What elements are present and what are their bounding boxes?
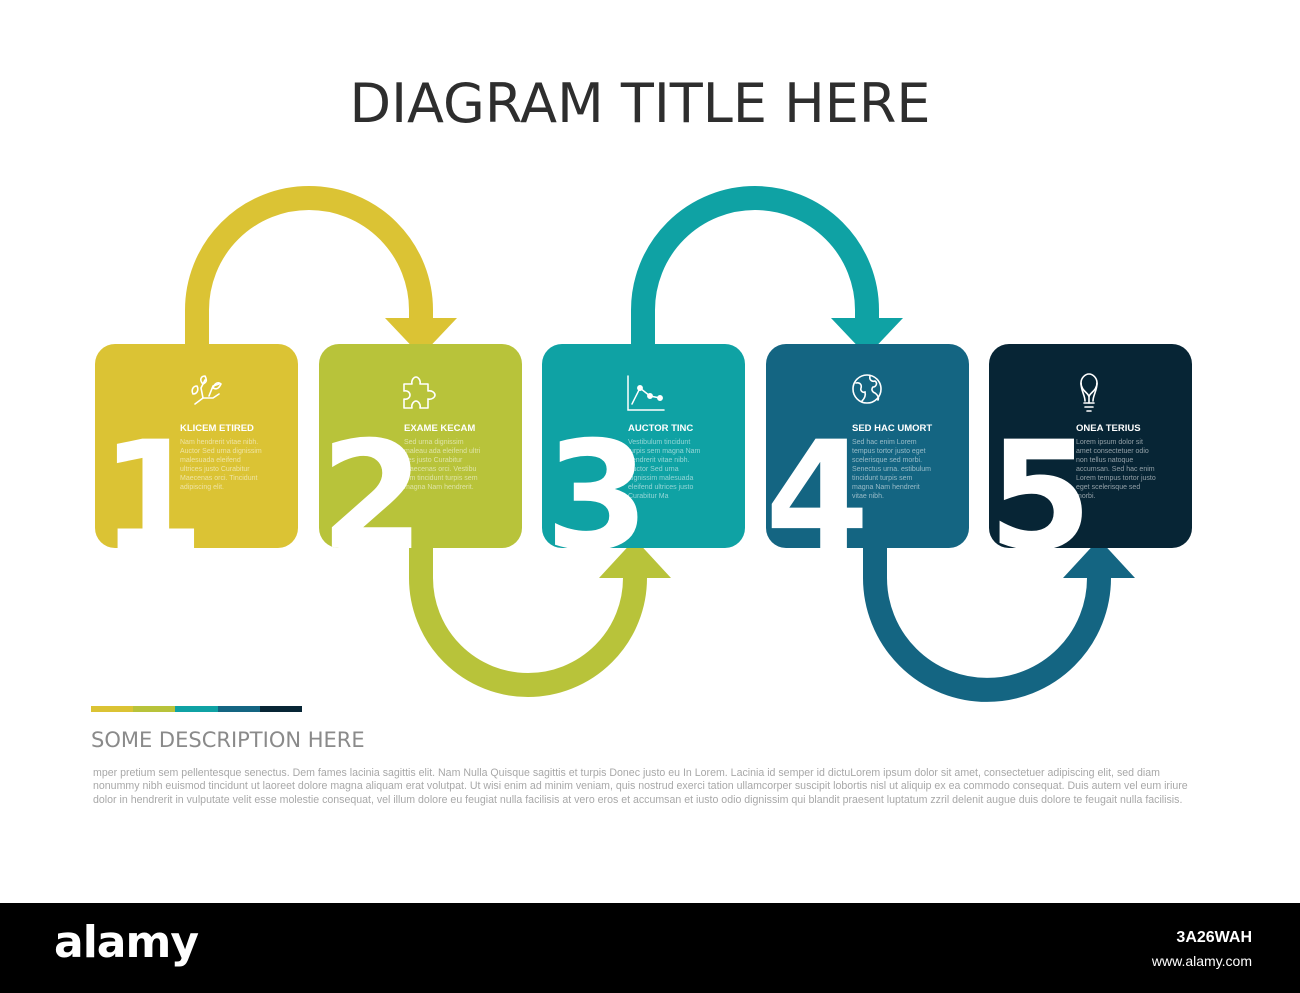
- step-text-line: ces justo Curabitur: [404, 457, 463, 464]
- step-1: 1 KLICEM ETIRED Nam hendrerit vitae nibh…: [95, 344, 298, 584]
- step-text-line: Sed urna dignissim: [404, 439, 464, 446]
- step-2: 2 EXAME KECAM Sed urna dignissim maleau …: [319, 344, 522, 584]
- color-swatch: [91, 706, 134, 712]
- step-text-line: tempus tortor justo eget: [852, 448, 926, 455]
- hand-with-leaves-icon: [191, 375, 222, 405]
- step-text-line: hendrerit vitae nibh.: [628, 457, 690, 464]
- step-number: 2: [320, 410, 424, 584]
- step-text-line: lum tincidunt turpis sem: [404, 475, 478, 482]
- step-text-line: Lorem tempus tortor justo: [1076, 475, 1156, 482]
- process-diagram: 1 KLICEM ETIRED Nam hendrerit vitae nibh…: [95, 186, 1192, 702]
- step-heading: AUCTOR TINC: [628, 423, 693, 434]
- watermark-footer: alamy 3A26WAH www.alamy.com: [0, 903, 1300, 993]
- step-text-line: eleifend ultrices justo: [628, 484, 693, 491]
- color-swatch: [259, 706, 303, 712]
- step-text-line: scelerisque sed morbi.: [852, 457, 922, 464]
- step-text-line: Auctor Sed urna: [628, 466, 679, 473]
- arrow-4-to-5: [863, 539, 1135, 702]
- arrow-2-to-3: [409, 539, 671, 697]
- step-heading: KLICEM ETIRED: [180, 423, 254, 434]
- step-text-line: amet consectetuer odio: [1076, 448, 1149, 455]
- step-text-line: morbi.: [1076, 493, 1096, 500]
- step-text-line: Vestibulum tincidunt: [628, 439, 690, 446]
- diagram-title: DIAGRAM TITLE HERE: [349, 72, 931, 135]
- step-text-line: adipiscing elit.: [180, 484, 224, 491]
- step-text-line: Nam hendrerit vitae nibh.: [180, 439, 258, 446]
- step-text-line: eget scelerisque sed: [1076, 484, 1140, 491]
- step-heading: SED HAC UMORT: [852, 423, 932, 434]
- globe-icon: [852, 374, 882, 404]
- site-url: www.alamy.com: [1151, 953, 1252, 969]
- description-text: mper pretium sem pellentesque senectus. …: [93, 767, 1188, 806]
- light-bulb-icon: [1080, 373, 1098, 412]
- step-text-line: dignissim malesuada: [628, 475, 693, 482]
- step-text-line: magna Nam hendrerit: [852, 484, 920, 491]
- step-heading: EXAME KECAM: [404, 423, 475, 434]
- step-5: 5 ONEA TERIUS Lorem ipsum dolor sit amet…: [988, 344, 1192, 584]
- step-text-line: non tellus natoque: [1076, 457, 1133, 464]
- step-text-line: Auctor Sed urna dignissim: [180, 448, 262, 455]
- step-text-line: malesuada eleifend: [180, 457, 241, 464]
- step-text-line: Curabitur Ma: [628, 493, 669, 500]
- arrow-1-to-2: [185, 186, 457, 356]
- step-text-line: ultrices justo Curabitur: [180, 466, 250, 473]
- description-title: SOME DESCRIPTION HERE: [91, 728, 365, 752]
- step-text-line: accumsan. Sed hac enim: [1076, 466, 1155, 473]
- step-text-line: Lorem ipsum dolor sit: [1076, 439, 1143, 446]
- step-number: 1: [100, 410, 204, 584]
- image-id: 3A26WAH: [1176, 929, 1252, 946]
- color-swatch: [175, 706, 218, 712]
- arrow-3-to-4: [631, 186, 903, 356]
- brand-logo: alamy: [54, 917, 199, 968]
- step-text-line: Senectus urna. estibulum: [852, 466, 931, 473]
- step-text-line: Maecenas orci. Tincidunt: [180, 475, 257, 482]
- step-text-line: maleau ada eleifend ultri: [404, 448, 481, 455]
- step-number: 4: [765, 410, 869, 584]
- color-swatch: [133, 706, 176, 712]
- step-text-line: magna Nam hendrerit.: [404, 484, 474, 491]
- step-3: 3 AUCTOR TINC Vestibulum tincidunt turpi…: [542, 344, 745, 584]
- color-legend-bar: [91, 706, 303, 712]
- step-text-line: Maecenas orci. Vestibu: [404, 466, 476, 473]
- step-heading: ONEA TERIUS: [1076, 423, 1141, 434]
- step-number: 5: [988, 410, 1092, 584]
- color-swatch: [217, 706, 260, 712]
- step-text-line: vitae nibh.: [852, 493, 884, 500]
- step-text-line: tincidunt turpis sem: [852, 475, 912, 482]
- step-text-line: Sed hac enim Lorem: [852, 439, 917, 446]
- step-4: 4 SED HAC UMORT Sed hac enim Lorem tempu…: [765, 344, 969, 584]
- line-chart-icon: [627, 375, 665, 411]
- step-number: 3: [545, 410, 649, 584]
- puzzle-piece-icon: [403, 376, 436, 409]
- step-text-line: turpis sem magna Nam: [628, 448, 701, 455]
